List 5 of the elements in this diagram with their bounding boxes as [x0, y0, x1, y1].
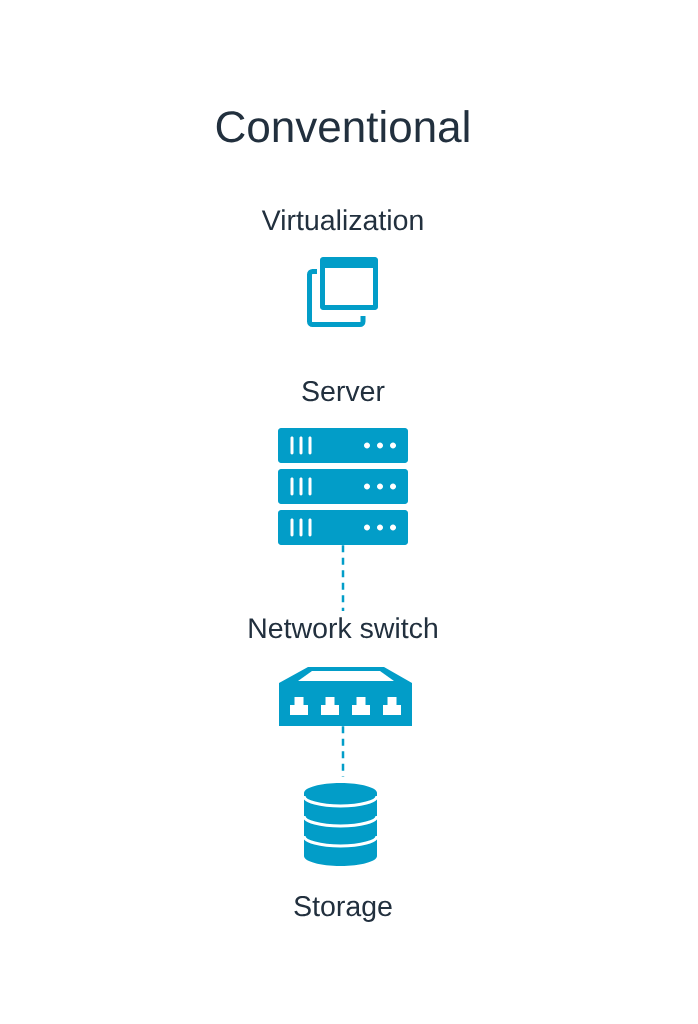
- node-label: Virtualization: [261, 209, 423, 231]
- node-label: Storage: [294, 896, 392, 922]
- title: Conventional: [216, 110, 469, 143]
- node-label: Server: [302, 381, 385, 402]
- node-label: Network switch: [249, 617, 437, 639]
